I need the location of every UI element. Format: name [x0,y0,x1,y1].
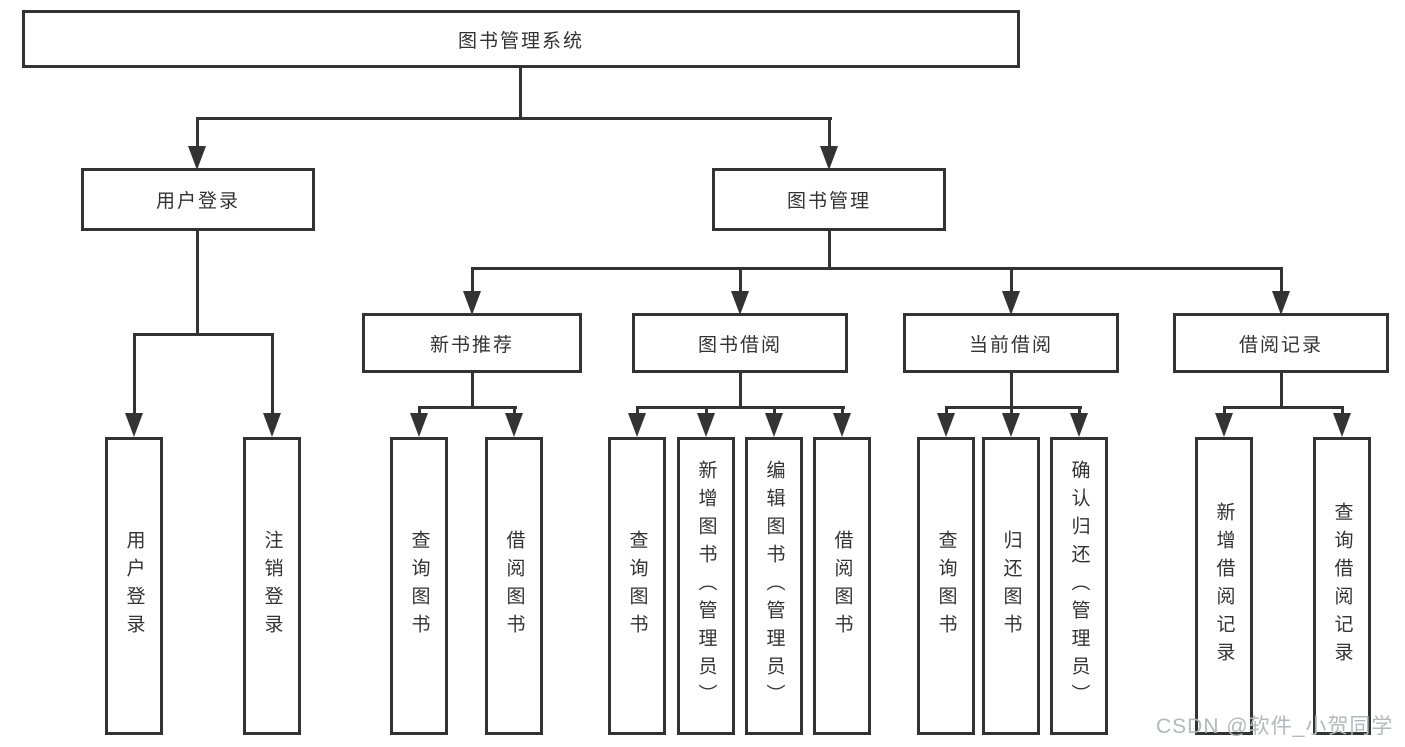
connector-line [133,333,274,336]
node-current-borrowing: 当前借阅 [903,313,1119,373]
node-borrowing-records: 借阅记录 [1173,313,1389,373]
connector-line [828,228,831,270]
connector-line [1010,267,1013,295]
connector-arrow [937,413,955,437]
csdn-watermark: CSDN @软件_小贺同学 [1156,715,1394,738]
connector-line [1280,267,1283,295]
leaf-query-books-recommend: 查询图书 [390,437,448,735]
connector-arrow [765,413,783,437]
connector-line [945,406,1082,409]
connector-arrow [731,291,749,315]
connector-line [271,333,274,416]
connector-arrow [1333,413,1351,437]
connector-line [471,267,474,295]
connector-line [773,406,776,416]
connector-line [1223,406,1344,409]
leaf-confirm-return-admin: 确认归还（管理员） [1050,437,1108,735]
connector-line [841,406,844,416]
leaf-query-books-borrowing: 查询图书 [608,437,666,735]
connector-line [1010,406,1013,416]
leaf-user-login: 用户登录 [105,437,163,735]
connector-line [471,267,1283,270]
connector-line [705,406,708,416]
connector-line [418,406,517,409]
leaf-return-books: 归还图书 [982,437,1040,735]
leaf-logout: 注销登录 [243,437,301,735]
connector-arrow [463,291,481,315]
connector-arrow [1002,291,1020,315]
connector-line [133,333,136,416]
connector-line [1280,371,1283,408]
leaf-query-books-current: 查询图书 [917,437,975,735]
leaf-add-borrow-record: 新增借阅记录 [1195,437,1253,735]
connector-line [519,65,522,119]
connector-arrow [1002,413,1020,437]
connector-line [196,117,199,149]
node-book-management-branch: 图书管理 [712,168,946,231]
connector-arrow [125,413,143,437]
connector-line [739,267,742,295]
leaf-borrow-books-recommend: 借阅图书 [485,437,543,735]
leaf-query-borrow-record: 查询借阅记录 [1313,437,1371,735]
connector-arrow [1215,413,1233,437]
connector-line [196,117,832,120]
connector-line [513,406,516,416]
node-book-management-system: 图书管理系统 [22,10,1020,68]
leaf-borrow-books-borrowing: 借阅图书 [813,437,871,735]
connector-line [636,406,639,416]
connector-arrow [628,413,646,437]
connector-line [1010,371,1013,408]
connector-arrow [697,413,715,437]
connector-line [828,117,831,149]
connector-arrow [505,413,523,437]
connector-arrow [820,146,838,170]
connector-arrow [188,146,206,170]
node-book-borrowing: 图书借阅 [632,313,848,373]
connector-line [1223,406,1226,416]
connector-arrow [1272,291,1290,315]
connector-line [945,406,948,416]
connector-arrow [833,413,851,437]
connector-arrow [263,413,281,437]
connector-line [1078,406,1081,416]
node-user-login-branch: 用户登录 [81,168,315,231]
connector-arrow [1070,413,1088,437]
connector-line [1341,406,1344,416]
connector-line [471,371,474,408]
connector-line [739,371,742,408]
connector-arrow [410,413,428,437]
node-new-book-recommendation: 新书推荐 [362,313,582,373]
leaf-add-book-admin: 新增图书（管理员） [677,437,735,735]
connector-line [196,228,199,335]
connector-line [636,406,845,409]
connector-line [418,406,421,416]
leaf-edit-book-admin: 编辑图书（管理员） [745,437,803,735]
